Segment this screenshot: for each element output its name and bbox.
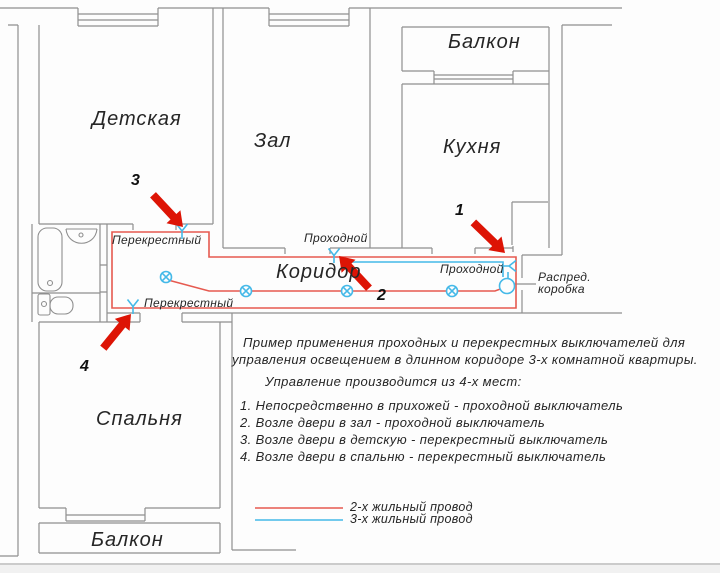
description-block: Пример применения проходных и перекрестн… (232, 334, 720, 465)
window-symbol (65, 508, 146, 522)
switch-icon-cross-4 (126, 299, 140, 314)
junction-box-label-line1: Распред. (538, 270, 591, 284)
list-item: 4. Возле двери в спальню - перекрестный … (240, 449, 607, 465)
sink-icon (65, 228, 98, 244)
toilet-tank (37, 293, 51, 316)
kitchen-walls (401, 83, 550, 248)
description-subtitle: Управление производится из 4-х мест: (265, 374, 522, 390)
bathtub-drain (46, 279, 54, 287)
switch-label-cross-top: Перекрестный (112, 233, 202, 247)
window-symbol (268, 8, 350, 27)
sink-faucet (78, 232, 84, 238)
toilet-bowl (49, 296, 74, 315)
wire-2core-loop (111, 231, 517, 309)
wire-3core (255, 261, 509, 521)
arrow-3-icon (150, 192, 183, 227)
list-item: 2. Возле двери в зал - проходной выключа… (240, 414, 546, 430)
junction-box-label: Распред. коробка (538, 270, 591, 296)
switch-icon-pass-1 (501, 259, 517, 273)
list-item: 1. Непосредственно в прихожей - проходно… (240, 397, 624, 413)
corridor-bottom-wall (107, 312, 522, 322)
wire-3core-run (340, 261, 509, 278)
room-label-corridor: Коридор (276, 261, 362, 283)
room-label-balcony-top: Балкон (448, 31, 521, 53)
legend-2core-label: 2-х жильный провод (350, 500, 473, 514)
toilet-button (40, 300, 48, 308)
arrow-1-icon (470, 219, 505, 253)
lamp-icon (445, 284, 459, 298)
marker-2: 2 (377, 287, 386, 304)
switch-label-pass-right: Проходной (440, 262, 504, 276)
lamp-icon (159, 270, 173, 284)
outer-left-wall (0, 24, 19, 557)
switch-label-cross-bottom: Перекрестный (144, 296, 234, 310)
callout-arrows (100, 192, 505, 351)
switch-label-pass-mid: Проходной (304, 231, 368, 245)
junction-box-label-line2: коробка (538, 281, 585, 296)
room-label-kitchen: Кухня (443, 136, 502, 158)
arrow-2-icon (339, 256, 372, 291)
bathroom-walls (31, 224, 108, 322)
bathroom-fixtures (37, 227, 98, 316)
balcony-top-walls (401, 26, 550, 84)
room-label-children: Детская (92, 108, 182, 130)
bottom-divider (0, 563, 720, 565)
marker-3: 3 (131, 172, 140, 189)
children-room-walls (38, 8, 224, 248)
balcony-bottom-walls (38, 522, 221, 554)
list-item: 3. Возле двери в детскую - перекрестный … (240, 432, 609, 448)
entrance-walls (521, 24, 622, 314)
description-line2: управления освещением в длинном коридоре… (232, 352, 698, 368)
room-label-bedroom: Спальня (96, 408, 183, 430)
lamp-icon (239, 284, 253, 298)
room-label-balcony-bottom: Балкон (91, 529, 164, 551)
window-symbol (77, 8, 159, 27)
legend-3core-label: 3-х жильный провод (350, 512, 473, 526)
marker-1: 1 (455, 202, 464, 219)
electrical-symbols (126, 223, 517, 314)
marker-4: 4 (80, 358, 89, 375)
switch-icon-pass-2 (327, 248, 341, 263)
bedroom-walls (38, 313, 296, 551)
bottom-background (0, 565, 720, 573)
junction-box-icon (498, 277, 516, 295)
arrow-4-icon (100, 314, 131, 351)
lamp-icon (340, 284, 354, 298)
bathtub-icon (37, 227, 63, 292)
description-line1: Пример применения проходных и перекрестн… (243, 335, 686, 350)
description-items: 1. Непосредственно в прихожей - проходно… (232, 397, 720, 466)
room-label-hall: Зал (254, 130, 292, 152)
